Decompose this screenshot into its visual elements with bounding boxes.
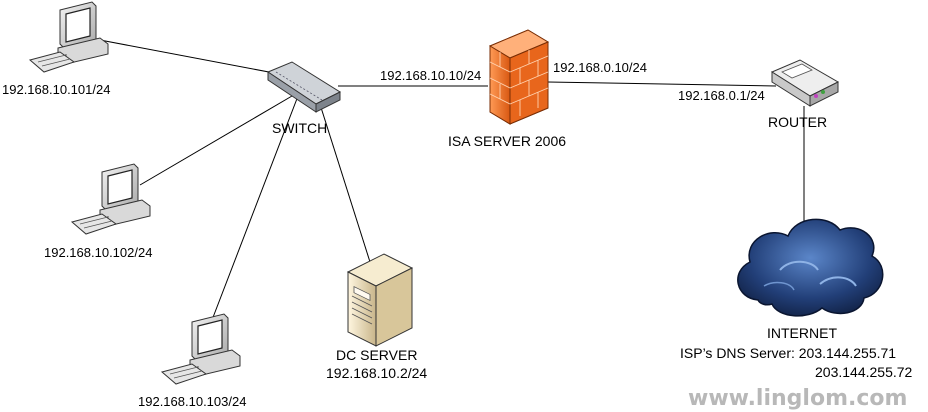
router-label: ROUTER [768,114,827,130]
cloud-icon [737,218,884,317]
watermark-text: www.linglom.com [688,386,907,411]
isa-external-ip-label: 192.168.0.10/24 [553,60,647,75]
dc-server-label: DC SERVER [336,347,417,363]
server-icon [346,253,414,347]
link-isa-router [547,81,777,87]
connections [99,39,805,321]
pc2-ip-label: 192.168.10.102/24 [44,245,152,260]
firewall-icon [488,29,550,125]
pc1-computer-icon [29,1,109,73]
link-pc2-switch [139,95,293,186]
pc2-computer-icon [71,163,151,235]
link-dc-switch [317,97,371,263]
switch-icon [266,61,342,113]
switch-label: SWITCH [272,120,327,136]
pc3-ip-label: 192.168.10.103/24 [138,394,246,409]
internet-label: INTERNET [767,325,837,341]
pc3-computer-icon [161,313,241,385]
link-pc1-switch [99,39,291,77]
dns-server-label-line2: 203.144.255.72 [815,364,913,380]
link-pc3-switch [211,95,299,321]
dc-server-ip-label: 192.168.10.2/24 [326,365,427,381]
isa-server-label: ISA SERVER 2006 [448,133,566,149]
isa-internal-ip-label: 192.168.10.10/24 [380,68,481,83]
dns-server-label-line1: ISP’s DNS Server: 203.144.255.71 [680,345,896,361]
pc1-ip-label: 192.168.10.101/24 [2,82,110,97]
router-icon [770,59,840,107]
router-ip-label: 192.168.0.1/24 [678,88,765,103]
